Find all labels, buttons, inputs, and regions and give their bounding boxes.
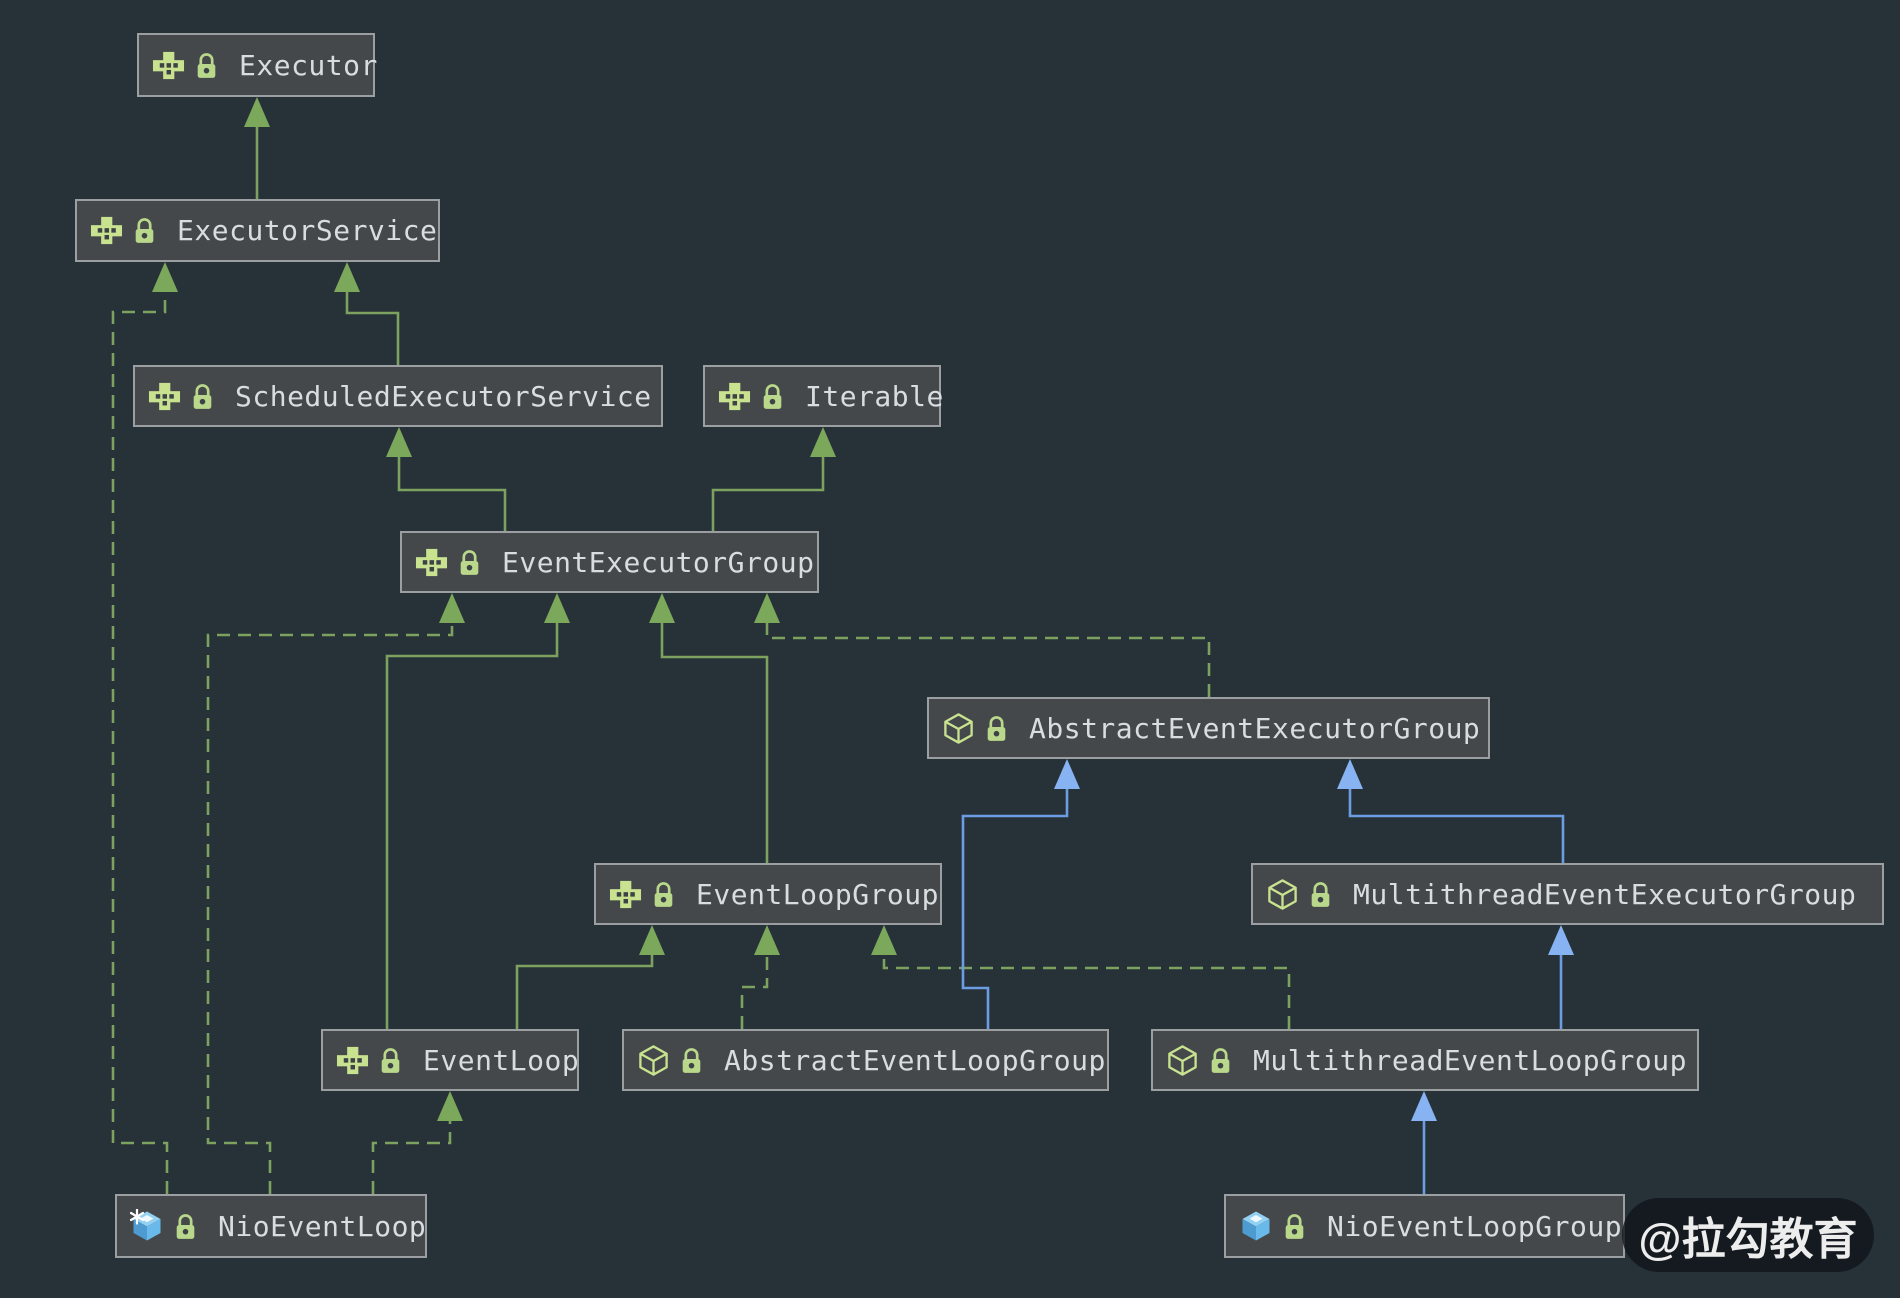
lock-icon [1211, 1047, 1230, 1073]
class-name: Iterable [805, 379, 944, 413]
inheritance-arrowhead [1411, 1091, 1437, 1121]
edge-implements-abstract-event-executor-group-to-event-executor-group [754, 593, 1211, 697]
edge-extends-event-executor-group-to-scheduled-executor-service [386, 427, 507, 531]
inheritance-arrowhead [437, 1091, 463, 1121]
inheritance-arrowhead [334, 262, 360, 292]
class-node-executor-service[interactable]: ExecutorService [75, 199, 440, 262]
inheritance-arrowhead [1548, 925, 1574, 955]
inheritance-arrowhead [1337, 759, 1363, 789]
edge-implements-nio-event-loop-to-event-loop [371, 1091, 463, 1194]
interface-icon [336, 1046, 369, 1074]
class-name: EventExecutorGroup [502, 545, 815, 579]
edge-extends-event-executor-group-to-iterable [711, 427, 836, 531]
lock-icon [1285, 1213, 1304, 1239]
edge-extends-event-loop-to-event-loop-group [515, 925, 665, 1029]
interface-icon [148, 382, 181, 410]
lock-icon [197, 52, 216, 78]
abstract-class-icon [1168, 1044, 1197, 1076]
class-node-executor[interactable]: Executor [137, 33, 378, 97]
inheritance-arrowhead [871, 925, 897, 955]
abstract-class-icon [639, 1044, 668, 1076]
watermark-badge: @拉勾教育 [1622, 1198, 1874, 1272]
class-name: EventLoopGroup [696, 877, 940, 911]
class-name: NioEventLoop [218, 1209, 427, 1243]
edge-extends-scheduled-executor-service-to-executor-service [334, 262, 400, 365]
abstract-class-icon [944, 712, 973, 744]
lock-icon [1311, 881, 1330, 907]
lock-icon [193, 383, 212, 409]
edge-implements-nio-event-loop-to-executor-service [111, 262, 178, 1194]
inheritance-arrowhead [754, 925, 780, 955]
edge-implements-multithread-event-loop-group-to-event-loop-group [871, 925, 1291, 1029]
class-node-event-loop-group[interactable]: EventLoopGroup [594, 863, 942, 925]
lock-icon [654, 881, 673, 907]
inheritance-arrowhead [639, 925, 665, 955]
class-node-iterable[interactable]: Iterable [703, 365, 944, 427]
inheritance-arrowhead [810, 427, 836, 457]
edge-implements-nio-event-loop-to-event-executor-group [206, 593, 465, 1194]
class-icon [1242, 1211, 1270, 1241]
interface-icon [90, 216, 123, 245]
inheritance-arrowhead [1054, 759, 1080, 789]
lock-icon [763, 383, 782, 409]
final-class-icon [130, 1209, 161, 1241]
lock-icon [176, 1213, 195, 1239]
interface-icon [609, 880, 642, 908]
class-name: ScheduledExecutorService [235, 379, 652, 413]
inheritance-arrowhead [152, 262, 178, 292]
final-snowflake-mark [130, 1209, 145, 1225]
lock-icon [381, 1047, 400, 1073]
edge-extends-multithread-event-executor-group-to-abstract-event-executor-group [1337, 759, 1565, 863]
class-node-event-executor-group[interactable]: EventExecutorGroup [400, 531, 819, 593]
lock-icon [682, 1047, 701, 1073]
interface-icon [718, 382, 751, 410]
class-node-abstract-event-executor-group[interactable]: AbstractEventExecutorGroup [927, 697, 1490, 759]
class-name: MultithreadEventExecutorGroup [1353, 877, 1857, 911]
class-node-event-loop[interactable]: EventLoop [321, 1029, 579, 1091]
class-node-abstract-event-loop-group[interactable]: AbstractEventLoopGroup [622, 1029, 1109, 1091]
class-name: ExecutorService [177, 214, 438, 247]
edge-extends-event-loop-to-event-executor-group [385, 593, 570, 1029]
inheritance-arrowhead [244, 97, 270, 127]
class-name: MultithreadEventLoopGroup [1253, 1043, 1687, 1077]
class-node-nio-event-loop-group[interactable]: NioEventLoopGroup [1224, 1194, 1625, 1258]
edge-extends-nio-event-loop-group-to-multithread-event-loop-group [1411, 1091, 1437, 1194]
abstract-class-icon [1268, 878, 1297, 910]
class-name: NioEventLoopGroup [1327, 1209, 1623, 1243]
edge-implements-abstract-event-loop-group-to-event-loop-group [740, 925, 780, 1029]
class-node-nio-event-loop[interactable]: NioEventLoop [115, 1194, 427, 1258]
class-name: AbstractEventExecutorGroup [1029, 711, 1481, 745]
edge-extends-multithread-event-loop-group-to-multithread-event-executor-group [1548, 925, 1574, 1029]
class-name: AbstractEventLoopGroup [724, 1043, 1106, 1077]
class-node-scheduled-executor-service[interactable]: ScheduledExecutorService [133, 365, 663, 427]
class-name: EventLoop [423, 1043, 580, 1077]
inheritance-arrowhead [754, 593, 780, 623]
class-node-multithread-event-executor-group[interactable]: MultithreadEventExecutorGroup [1251, 863, 1884, 925]
lock-icon [460, 549, 479, 575]
lock-icon [987, 715, 1006, 741]
interface-icon [415, 548, 448, 576]
inheritance-arrowhead [544, 593, 570, 623]
class-name: Executor [239, 48, 378, 82]
class-node-multithread-event-loop-group[interactable]: MultithreadEventLoopGroup [1151, 1029, 1699, 1091]
edge-extends-event-loop-group-to-event-executor-group [649, 593, 769, 863]
edge-extends-abstract-event-loop-group-to-abstract-event-executor-group [961, 759, 1080, 1029]
edge-extends-executor-service-to-executor [244, 97, 270, 199]
lock-icon [135, 218, 154, 243]
inheritance-arrowhead [649, 593, 675, 623]
interface-icon [152, 51, 185, 79]
inheritance-arrowhead [439, 593, 465, 623]
inheritance-arrowhead [386, 427, 412, 457]
